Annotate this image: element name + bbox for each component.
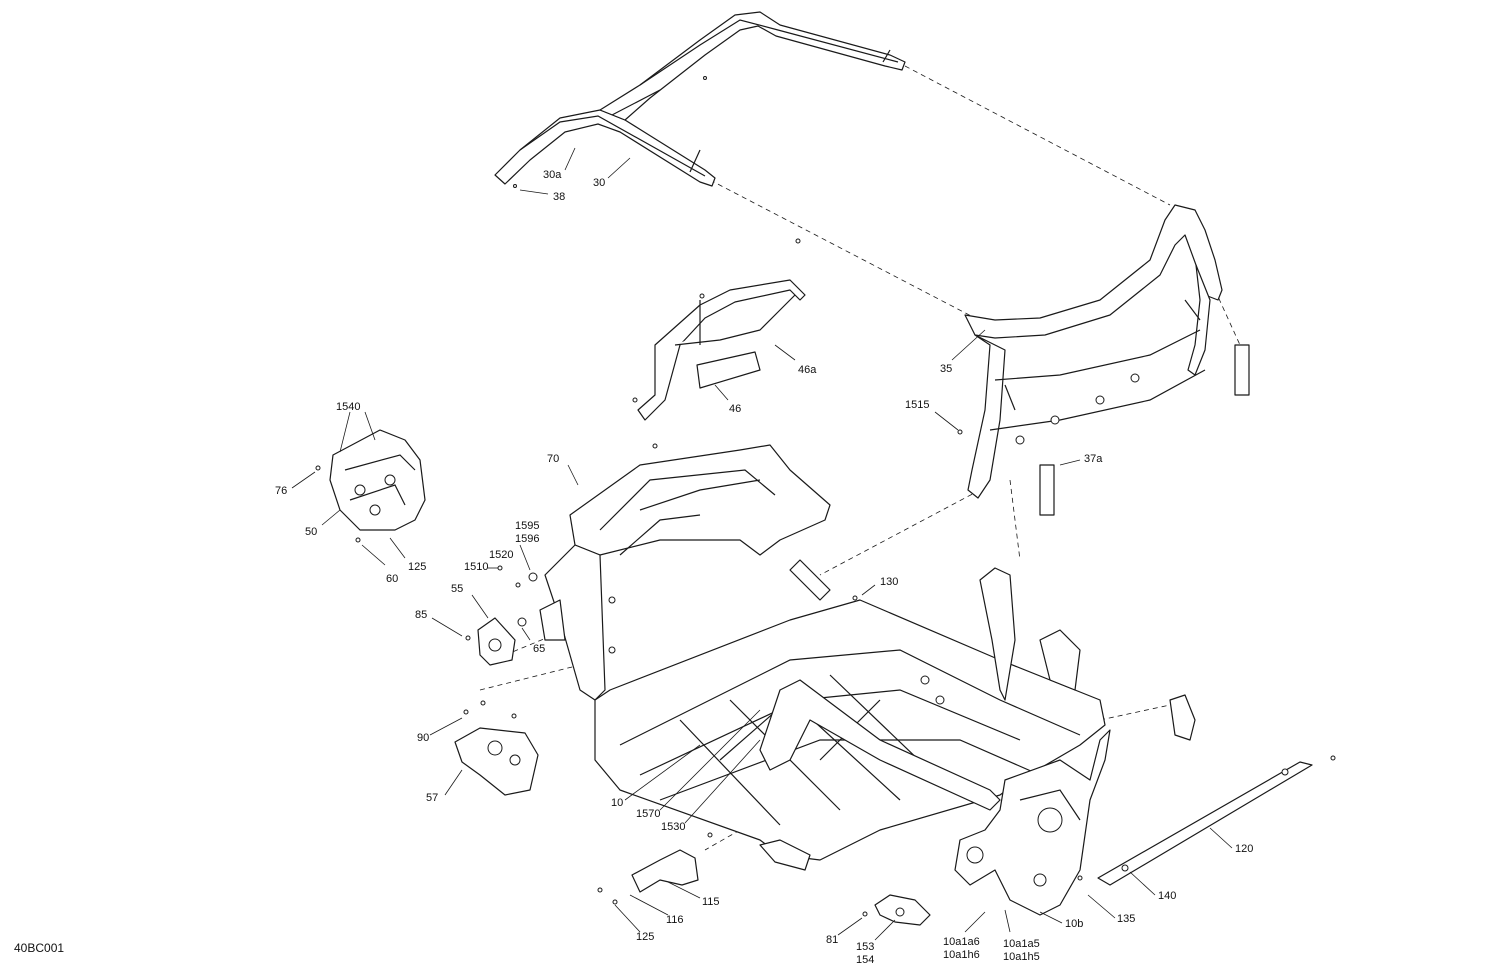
callout-1596: 1596 — [515, 533, 539, 545]
callout-116: 116 — [666, 914, 684, 926]
callout-30: 30 — [593, 177, 605, 189]
callout-1540: 1540 — [336, 401, 360, 413]
callout-81: 81 — [826, 934, 838, 946]
callout-125-lower: 125 — [636, 931, 654, 943]
front-bracket-50 — [315, 429, 426, 543]
callout-46: 46 — [729, 403, 741, 415]
callout-10a1h6: 10a1h6 — [943, 949, 980, 961]
callout-70: 70 — [547, 453, 559, 465]
callout-57: 57 — [426, 792, 438, 804]
callout-1520: 1520 — [489, 549, 513, 561]
leader-lines — [291, 147, 1233, 941]
rail-120 — [1077, 755, 1336, 886]
callout-10b: 10b — [1065, 918, 1083, 930]
bracket-153 — [862, 894, 931, 926]
callout-153: 153 — [856, 941, 874, 953]
callout-1530: 1530 — [661, 821, 685, 833]
bracket-115 — [597, 832, 713, 905]
rear-bracket — [1169, 694, 1196, 741]
support-bracket-46 — [632, 238, 806, 421]
callout-76: 76 — [275, 485, 287, 497]
callout-37a: 37a — [1084, 453, 1103, 465]
callout-120: 120 — [1235, 843, 1253, 855]
callout-46a: 46a — [798, 364, 817, 376]
callout-1570: 1570 — [636, 808, 660, 820]
mount-57 — [454, 700, 539, 796]
callout-85: 85 — [415, 609, 427, 621]
callout-labels: 30a 30 38 46a 46 35 1515 37a 1540 76 50 … — [275, 169, 1253, 966]
callout-65: 65 — [533, 643, 545, 655]
callout-50: 50 — [305, 526, 317, 538]
rear-roll-cage — [957, 204, 1250, 516]
callout-125-front: 125 — [408, 561, 426, 573]
callout-130: 130 — [880, 576, 898, 588]
callout-140: 140 — [1158, 890, 1176, 902]
callout-35: 35 — [940, 363, 952, 375]
callout-135: 135 — [1117, 913, 1135, 925]
drawing-code: 40BC001 — [14, 941, 64, 955]
callout-10a1a6: 10a1a6 — [943, 936, 980, 948]
roll-bar-upper — [494, 11, 906, 188]
callout-55: 55 — [451, 583, 463, 595]
mount-55 — [465, 565, 538, 666]
callout-10a1h5: 10a1h5 — [1003, 951, 1040, 963]
callout-10: 10 — [611, 797, 623, 809]
callout-1510: 1510 — [464, 561, 488, 573]
callout-38: 38 — [553, 191, 565, 203]
callout-1595: 1595 — [515, 520, 539, 532]
callout-10a1a5: 10a1a5 — [1003, 938, 1040, 950]
callout-60: 60 — [386, 573, 398, 585]
main-frame — [539, 443, 1111, 916]
callout-154: 154 — [856, 954, 874, 966]
callout-115: 115 — [702, 896, 720, 908]
callout-30a: 30a — [543, 169, 562, 181]
callout-90: 90 — [417, 732, 429, 744]
callout-1515: 1515 — [905, 399, 929, 411]
